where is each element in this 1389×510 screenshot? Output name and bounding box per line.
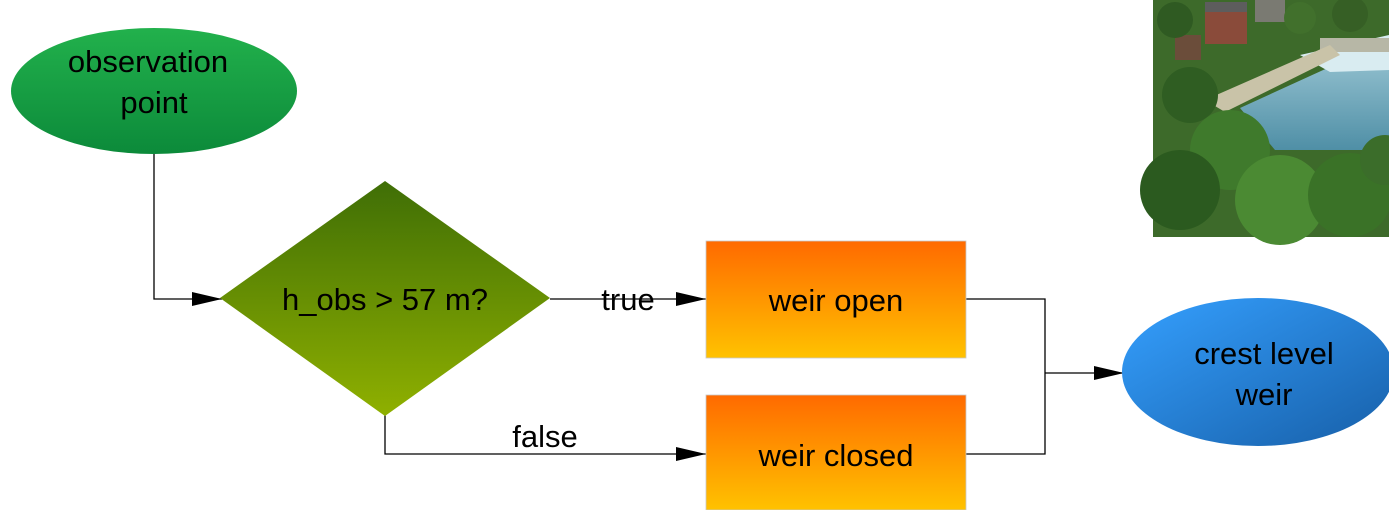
start-node-label-line1: observation [68, 44, 228, 79]
start-node: observation point [11, 28, 297, 154]
end-node-label-line2: weir [1235, 377, 1293, 412]
weir-closed-node: weir closed [705, 394, 967, 510]
river-weir-photo [1140, 0, 1389, 245]
decision-node-label: h_obs > 57 m? [282, 282, 488, 317]
end-node-label-line1: crest level [1194, 336, 1334, 371]
edge-start-to-decision [153, 152, 222, 306]
connectors [153, 152, 1124, 461]
start-node-label-line2: point [120, 85, 188, 120]
weir-open-label: weir open [768, 283, 903, 318]
false-edge-label: false [512, 419, 577, 454]
weir-open-node: weir open [705, 240, 967, 359]
weir-closed-label: weir closed [757, 438, 913, 473]
edge-false [384, 414, 706, 461]
edge-open-to-merge [966, 298, 1046, 455]
true-edge-label: true [601, 282, 654, 317]
decision-node: h_obs > 57 m? [220, 181, 550, 416]
end-node: crest level weir [1122, 298, 1389, 446]
